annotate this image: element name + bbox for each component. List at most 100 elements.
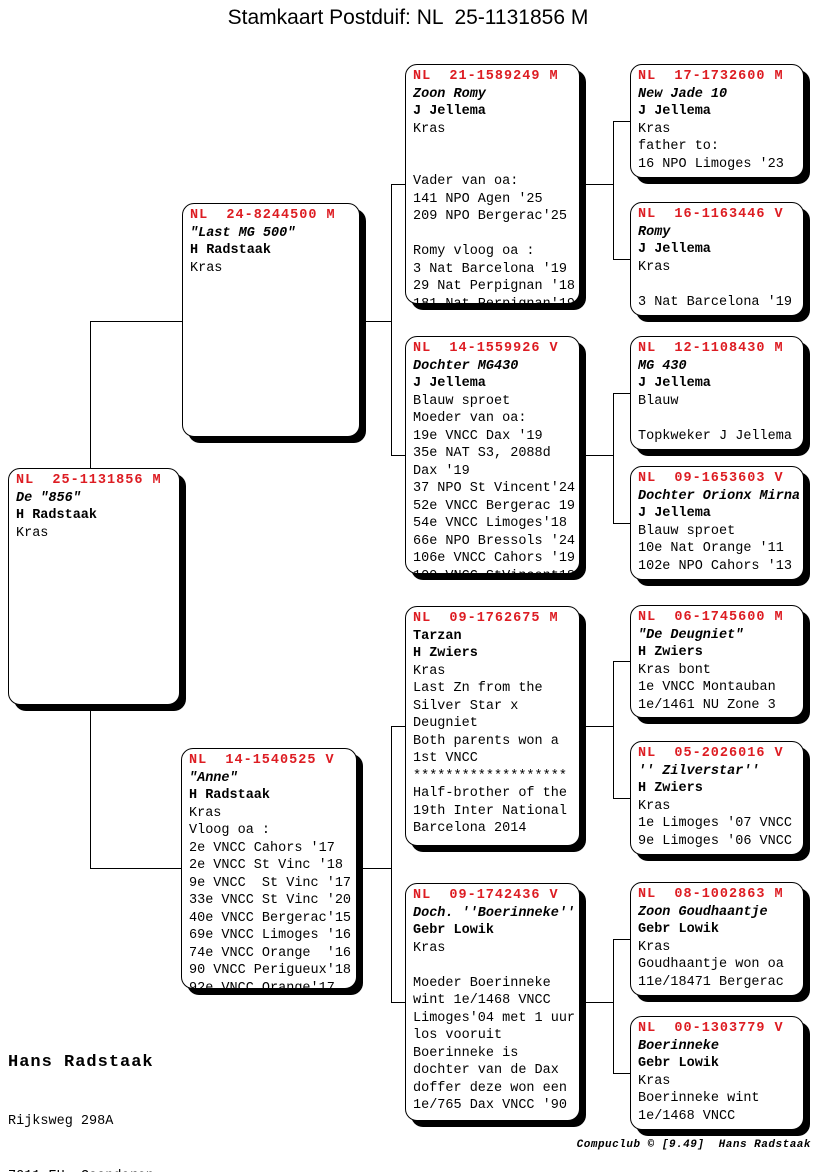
box-line: los vooruit [413,1028,503,1043]
connector-line [360,321,392,322]
box-line: 109 VNCC StVincent18 [413,568,577,574]
ring-number: NL 09-1742436 V [413,888,559,903]
box-line: J Jellema [638,104,711,119]
box-line: 2e VNCC St Vinc '18 [189,858,343,873]
connector-line [613,259,630,260]
box-line: Boerinneke wint [638,1091,760,1106]
owner-address-line: Rijksweg 298A [8,1114,114,1129]
box-line: 1e/1468 VNCC [638,1108,736,1124]
box-line: 3 Nat Barcelona '19 [413,261,567,277]
box-line: Gebr Lowik [413,923,495,938]
connector-line [580,726,614,727]
ring-number: NL 00-1303779 V [638,1021,784,1036]
ring-number: NL 16-1163446 V [638,207,784,222]
box-line: H Zwiers [638,645,703,660]
box-line: 54e VNCC Limoges'18 [413,516,567,531]
box-line: 181 Nat Perpignan'19 [413,296,576,304]
box-line: 2e VNCC Cahors '17 [189,840,335,856]
box-line: Dochter MG430 [413,358,519,374]
box-line: wint 1e/1468 VNCC [413,993,551,1008]
box-line: J Jellema [413,104,486,119]
connector-line [580,1002,614,1003]
box-line: 37 NPO St Vincent'24 [413,481,576,496]
box-line: '' Zilverstar'' [638,763,760,779]
box-line: 1e VNCC Montauban [638,680,776,695]
box-line: Blauw sproet [413,393,511,409]
box-line: Goudhaantje won oa [638,957,784,972]
box-line: H Zwiers [638,781,703,796]
box-line [638,276,801,294]
box-line: J Jellema [638,376,711,391]
box-line: ******************* [413,768,567,784]
ring-number: NL 09-1762675 M [413,611,559,626]
connector-line [613,661,614,799]
box-line: Kras [16,525,49,541]
ring-number: NL 05-2026016 V [638,746,784,761]
box-line: 9e VNCC St Vinc '17 [189,875,352,891]
connector-line [90,321,91,468]
box-line: H Radstaak [16,508,98,523]
connector-line [613,523,630,524]
box-line: 52e VNCC Bergerac 19 [413,498,576,514]
box-line: 74e VNCC Orange '16 [189,945,352,961]
box-line: J Jellema [638,242,711,257]
connector-line [580,184,614,185]
box-line: 141 NPO Agen '25 [413,191,543,207]
ring-number: NL 25-1131856 M [16,473,162,488]
box-line: 102e NPO Cahors '13 [638,558,792,574]
box-line: Kras [413,940,446,956]
software-credit: Compuclub © [9.49] Hans Radstaak [576,1139,811,1151]
box-line: "Last MG 500" [190,225,296,241]
box-line: Kras [413,663,446,679]
box-line: 92e VNCC Orange'17 [189,980,335,989]
box-line: 106e VNCC Cahors '19 [413,551,576,566]
box-line: H Radstaak [190,243,272,258]
box-line: Gebr Lowik [638,1056,720,1071]
box-line: Tarzan [413,628,462,644]
box-line: Romy [638,224,671,240]
ring-number: NL 24-8244500 M [190,208,336,223]
box-line: Kras [638,798,671,814]
ring-number: NL 09-1653603 V [638,471,784,486]
box-line: "Anne" [189,770,238,786]
page-title: Stamkaart Postduif: NL 25-1131856 M [227,6,589,29]
box-line: 11e/18471 Bergerac [638,974,784,990]
ring-number: NL 08-1002863 M [638,887,784,902]
box-line: 40e VNCC Bergerac'15 [189,910,352,926]
box-line: 33e VNCC St Vinc '20 [189,893,352,908]
box-line: 19th Inter National [413,803,567,819]
box-line: H Zwiers [413,646,478,661]
box-line: Half-brother of the [413,786,567,801]
box-line: Topkweker J Jellema [638,428,792,444]
ring-number: NL 17-1732600 M [638,69,784,84]
box-line: 69e VNCC Limoges '16 [189,928,352,943]
box-line: Moeder Boerinneke [413,975,551,991]
ring-number: NL 14-1540525 V [189,753,335,768]
box-line: father to: [638,139,720,154]
box-line: 1e/765 Dax VNCC '90 [413,1098,567,1113]
box-line: 1e/1461 NU Zone 3 [638,697,776,713]
box-line: Vader van oa: [413,174,519,189]
box-line: Last Zn from the [413,681,543,696]
box-line: 1e Limoges '07 VNCC [638,816,792,831]
ring-number: NL 21-1589249 M [413,69,559,84]
owner-address-line: 7011 EH Gaanderen [8,1167,154,1172]
box-line: Zoon Romy [413,86,486,102]
box-line [413,138,577,156]
box-line: Blauw sproet [638,523,736,539]
connector-line [391,726,405,727]
box-line: Silver Star x [413,698,519,714]
box-line: Kras [190,260,223,276]
box-line: Kras [638,259,671,275]
box-line: Romy vloog oa : [413,244,535,259]
